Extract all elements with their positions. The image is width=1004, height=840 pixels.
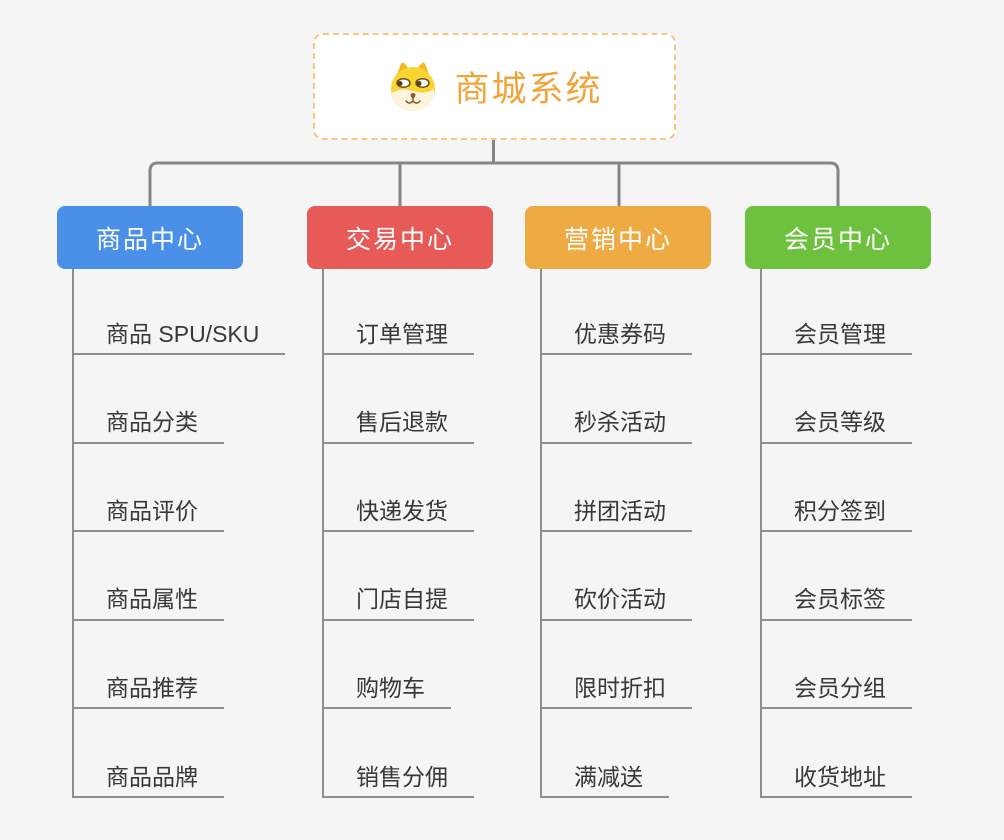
leaf-node[interactable]: 商品属性 (74, 532, 224, 621)
branch-header-member[interactable]: 会员中心 (745, 206, 931, 269)
leaf-node[interactable]: 商品分类 (74, 355, 224, 444)
branch-header-product[interactable]: 商品中心 (57, 206, 243, 269)
leaf-node[interactable]: 商品评价 (74, 444, 224, 533)
branch-items-product: 商品 SPU/SKU 商品分类 商品评价 商品属性 商品推荐 商品品牌 (72, 269, 286, 798)
branch-member-center: 会员中心 会员管理 会员等级 积分签到 会员标签 会员分组 收货地址 (745, 206, 931, 798)
leaf-node[interactable]: 订单管理 (324, 269, 474, 355)
branch-header-trade[interactable]: 交易中心 (307, 206, 493, 269)
branch-header-marketing[interactable]: 营销中心 (525, 206, 711, 269)
leaf-node[interactable]: 秒杀活动 (542, 355, 692, 444)
leaf-node[interactable]: 商品品牌 (74, 709, 224, 798)
branch-items-trade: 订单管理 售后退款 快递发货 门店自提 购物车 销售分佣 (322, 269, 474, 798)
branch-items-member: 会员管理 会员等级 积分签到 会员标签 会员分组 收货地址 (760, 269, 912, 798)
branch-items-marketing: 优惠券码 秒杀活动 拼团活动 砍价活动 限时折扣 满减送 (540, 269, 692, 798)
rail-line (148, 161, 840, 207)
leaf-node[interactable]: 会员标签 (762, 532, 912, 621)
branch-marketing-center: 营销中心 优惠券码 秒杀活动 拼团活动 砍价活动 限时折扣 满减送 (525, 206, 711, 798)
leaf-node[interactable]: 限时折扣 (542, 621, 692, 710)
leaf-node[interactable]: 购物车 (324, 621, 451, 710)
leaf-node[interactable]: 砍价活动 (542, 532, 692, 621)
leaf-node[interactable]: 门店自提 (324, 532, 474, 621)
leaf-node[interactable]: 会员管理 (762, 269, 912, 355)
leaf-node[interactable]: 会员等级 (762, 355, 912, 444)
branch-product-center: 商品中心 商品 SPU/SKU 商品分类 商品评价 商品属性 商品推荐 商品品牌 (57, 206, 286, 798)
root-node[interactable]: 商城系统 (313, 33, 676, 140)
leaf-node[interactable]: 拼团活动 (542, 444, 692, 533)
leaf-node[interactable]: 优惠券码 (542, 269, 692, 355)
leaf-node[interactable]: 售后退款 (324, 355, 474, 444)
leaf-node[interactable]: 会员分组 (762, 621, 912, 710)
leaf-node[interactable]: 收货地址 (762, 709, 912, 798)
branch-trade-center: 交易中心 订单管理 售后退款 快递发货 门店自提 购物车 销售分佣 (307, 206, 493, 798)
leaf-node[interactable]: 快递发货 (324, 444, 474, 533)
leaf-node[interactable]: 商品推荐 (74, 621, 224, 710)
root-title: 商城系统 (454, 70, 603, 109)
leaf-node[interactable]: 积分签到 (762, 444, 912, 533)
dog-face-icon (386, 60, 440, 114)
leaf-node[interactable]: 销售分佣 (324, 709, 474, 798)
leaf-node[interactable]: 满减送 (542, 709, 669, 798)
leaf-node[interactable]: 商品 SPU/SKU (74, 269, 286, 355)
